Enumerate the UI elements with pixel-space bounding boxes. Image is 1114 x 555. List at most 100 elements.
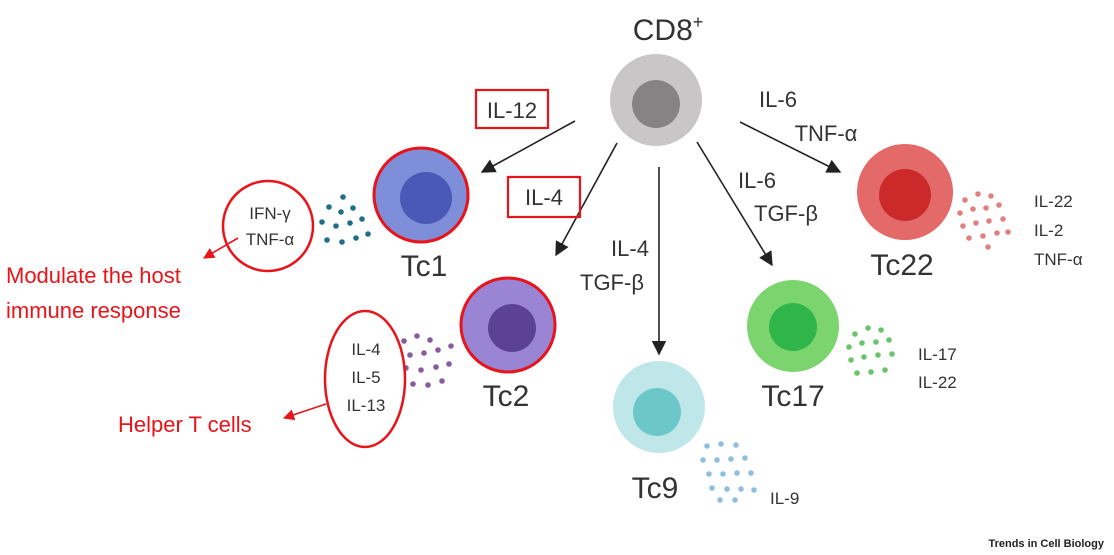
tc22-cytokine-dot [985, 244, 991, 250]
tc22-cytokine-dot [980, 233, 986, 239]
tc1-cytokine-dot [333, 223, 339, 229]
tc1-cytokine-ifng: IFN-γ [249, 204, 291, 223]
tc9-cytokine-dot [732, 497, 738, 503]
tc9-cytokine-dot [714, 457, 720, 463]
tc9-cytokine-dot [738, 486, 744, 492]
tc9-label: Tc9 [632, 472, 679, 505]
tc17-cytokine-il22: IL-22 [918, 373, 957, 392]
tc9-cytokine-dot [700, 457, 706, 463]
tc2-function-label: Helper T cells [118, 412, 252, 437]
tc17-cytokine-dot [878, 327, 884, 333]
tc1-label: Tc1 [401, 250, 448, 283]
tc22-cytokine-dot [988, 193, 994, 199]
tc22-cytokine-dot [996, 202, 1002, 208]
tc1-cytokine-dot [324, 237, 330, 243]
signal-tc22-tnfa: TNF-α [795, 121, 858, 146]
signal-tc1-il12: IL-12 [487, 98, 537, 123]
tc1-cell-nucleus [400, 172, 452, 224]
tc1-cytokine-highlight [221, 179, 315, 273]
signal-tc2-il4: IL-4 [525, 185, 563, 210]
tc22-cytokine-dot [994, 230, 1000, 236]
tc2-cytokine-dot [433, 364, 439, 370]
tc2-cytokine-dot [427, 337, 433, 343]
tc9-cell-nucleus [633, 388, 681, 436]
tc1-cytokine-dot [353, 235, 359, 241]
tc2-cytokine-dot [421, 350, 427, 356]
tc17-cytokine-dot [873, 339, 879, 345]
tc9-cytokine-il9: IL-9 [770, 489, 799, 508]
tc22-cytokine-dot [1000, 216, 1006, 222]
signal-tc17-il6: IL-6 [738, 168, 776, 193]
tc22-cytokine-dot [986, 218, 992, 224]
tc2-cytokine-dot [401, 338, 407, 344]
tc9-cytokine-dot [709, 485, 715, 491]
tc2-cytokine-dot [425, 382, 431, 388]
tc9-cytokine-dot [720, 471, 726, 477]
tc17-cytokine-dot [846, 344, 852, 350]
tc9-cytokine-dot [742, 455, 748, 461]
tc17-cytokine-dot [868, 369, 874, 375]
tc17-cell-nucleus [769, 303, 817, 351]
cd8-cell-nucleus [632, 80, 680, 128]
tc9-cytokine-dot [706, 471, 712, 477]
signal-tc17-tgfb: TGF-β [754, 201, 818, 226]
tc2-cytokine-dot [410, 381, 416, 387]
tc1-cytokine-dot [338, 209, 344, 215]
tc22-cytokine-dot [960, 223, 966, 229]
journal-credit: Trends in Cell Biology [988, 538, 1104, 550]
tc22-cytokine-dot [957, 210, 963, 216]
tc9-cytokine-dot [734, 470, 740, 476]
arrow-to-tc22 [739, 121, 842, 173]
arrow-to-tc2 [555, 142, 618, 257]
tc2-cytokine-dot [446, 361, 452, 367]
tc22-cytokine-dot [983, 205, 989, 211]
tc1-annotation-arrow [203, 237, 239, 259]
arrow-to-tc17 [696, 141, 773, 267]
tc9-cytokine-dot [751, 487, 757, 493]
tc22-cytokine-dot [975, 191, 981, 197]
tc17-cytokine-il17: IL-17 [918, 345, 957, 364]
tc1-cytokine-dot [319, 219, 325, 225]
tc1-cytokine-dot [350, 205, 356, 211]
tc17-cytokine-dots [846, 325, 895, 376]
tc1-cytokine-dot [339, 239, 345, 245]
tc1-cytokine-dot [326, 204, 332, 210]
tc22-cytokine-dot [962, 197, 968, 203]
tc9-cytokine-dots [700, 441, 757, 503]
tc2-annotation-arrow [282, 403, 327, 421]
tc1-cytokine-dots [319, 194, 371, 245]
tc9-cytokine-dot [724, 486, 730, 492]
tc17-label: Tc17 [761, 380, 824, 413]
tc17-cytokine-dot [886, 337, 892, 343]
tc1-cytokine-dot [365, 231, 371, 237]
tc22-cytokine-il22: IL-22 [1034, 192, 1073, 211]
tc2-cytokine-il4: IL-4 [351, 340, 380, 359]
tc22-cytokine-dot [966, 235, 972, 241]
tc22-cytokine-dots [957, 191, 1011, 250]
tc1-function-line2: immune response [6, 298, 181, 323]
tc1-cytokine-dot [359, 216, 365, 222]
root-label: CD8+ [633, 12, 704, 47]
tc2-cytokine-il13: IL-13 [347, 396, 386, 415]
signal-tc9-il4: IL-4 [611, 236, 649, 261]
il4-highlight-box [506, 175, 582, 219]
tc17-cytokine-dot [865, 325, 871, 331]
tc22-cytokine-il2: IL-2 [1034, 221, 1063, 240]
tc2-cytokine-dot [414, 333, 420, 339]
tc17-cytokine-dot [859, 340, 865, 346]
signal-tc22-il6: IL-6 [759, 87, 797, 112]
tc2-cytokine-highlight [323, 309, 407, 449]
tc22-cytokine-dot [970, 206, 976, 212]
tc22-cytokine-dot [1005, 229, 1011, 235]
il12-highlight-box [474, 88, 550, 130]
tc9-cytokine-dot [718, 441, 724, 447]
tc22-cell-nucleus [879, 169, 931, 221]
tc1-cytokine-dot [340, 194, 346, 200]
tc9-cytokine-dot [704, 443, 710, 449]
tc17-cytokine-dot [889, 351, 895, 357]
tc2-cytokine-dot [448, 343, 454, 349]
tc17-cytokine-dot [861, 354, 867, 360]
tc2-cytokine-il5: IL-5 [351, 368, 380, 387]
